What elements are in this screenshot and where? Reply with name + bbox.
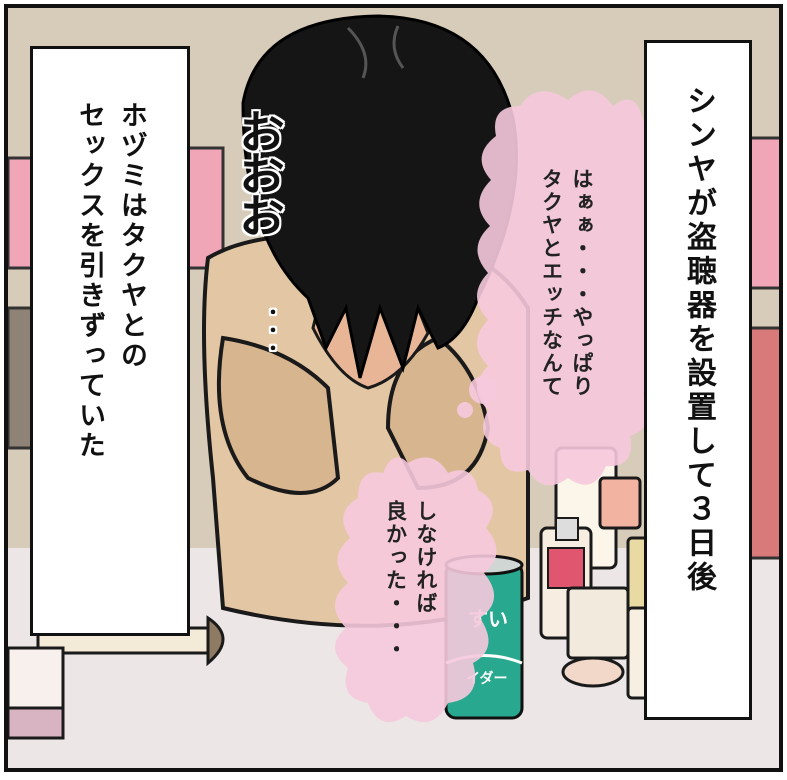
person-figure — [202, 14, 530, 628]
thought-bubble-lower — [334, 457, 497, 723]
narration-text-left: ホヅミはタクヤとの セックスを引きずっていた — [74, 101, 147, 461]
makeup-jar — [8, 646, 65, 740]
can-label-bottom: イダー — [466, 671, 508, 687]
narration-box-left: ホヅミはタクヤとの セックスを引きずっていた — [30, 46, 190, 636]
thought-bubble-upper — [477, 90, 665, 486]
manga-panel: すい イダー はぁぁ・・・やっぱり タクヤとエッチなんて しなければ 良かった・… — [4, 4, 783, 772]
sigh-dots: ・・・ — [261, 303, 282, 357]
narration-text-right: シンヤが盗聴器を設置して３日後 — [681, 85, 716, 595]
sigh-sound-effect: おおお — [232, 108, 286, 234]
thought-text-upper: はぁぁ・・・やっぱり タクヤとエッチなんて — [539, 168, 594, 398]
thought-bubbles — [334, 90, 665, 723]
narration-box-right: シンヤが盗聴器を設置して３日後 — [644, 40, 752, 720]
thought-text-lower: しなければ 良かった・・・ — [383, 500, 438, 661]
shelf-right — [746, 136, 779, 560]
